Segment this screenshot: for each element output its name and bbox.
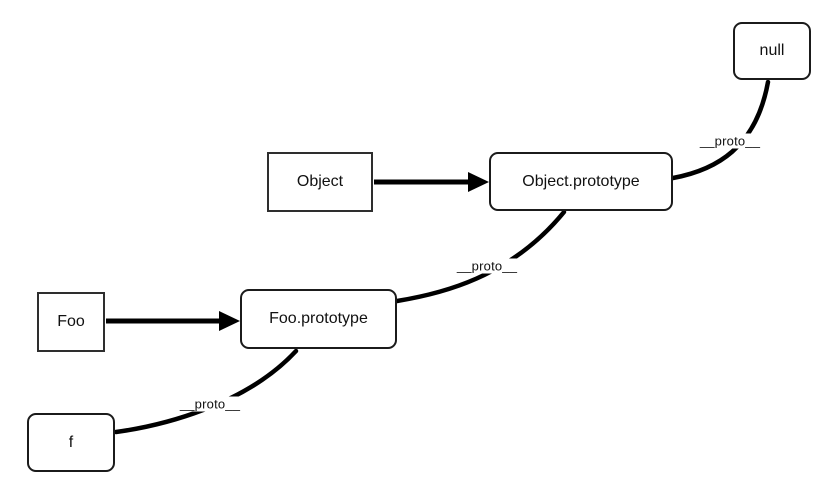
node-foo-prototype: Foo.prototype	[240, 289, 397, 349]
proto-edge-f-to-foo-prototype	[113, 348, 299, 435]
node-null: null	[733, 22, 811, 80]
node-label: Foo	[57, 313, 85, 330]
node-label: Object.prototype	[522, 172, 640, 190]
node-label: Foo.prototype	[269, 310, 368, 327]
node-label: null	[759, 42, 785, 59]
proto-edge-foo-prototype-to-object-prototype	[394, 209, 567, 304]
node-label: f	[68, 433, 74, 451]
proto-edge-label: __proto__	[177, 396, 243, 412]
node-object: Object	[267, 152, 373, 212]
proto-edge-label: __proto__	[697, 133, 763, 149]
proto-edge-object-prototype-to-null	[670, 79, 771, 181]
node-foo: Foo	[37, 292, 105, 352]
node-f: f	[27, 413, 115, 472]
prototype-arrow-object-head-icon	[468, 172, 489, 192]
node-label: Object	[296, 173, 344, 190]
prototype-arrow-foo-head-icon	[219, 311, 240, 331]
node-object-prototype: Object.prototype	[489, 152, 673, 211]
proto-edge-label: __proto__	[454, 258, 520, 274]
